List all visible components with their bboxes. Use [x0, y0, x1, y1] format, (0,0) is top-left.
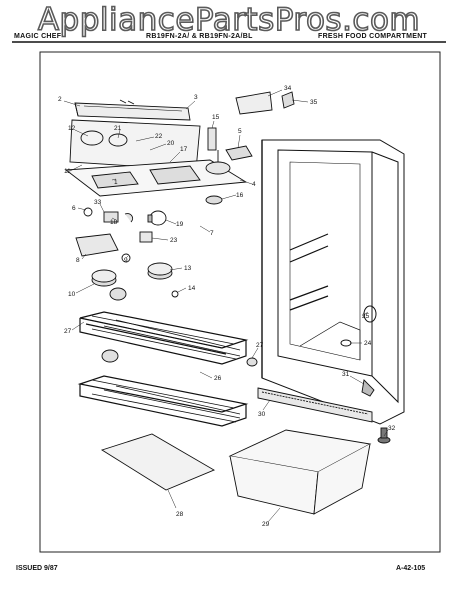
model-numbers: RB19FN-2A/ & RB19FN-2A/BL: [146, 33, 253, 40]
callout-19: 19: [176, 221, 184, 228]
document-number: A-42-105: [396, 565, 426, 572]
callout-32: 32: [388, 425, 396, 432]
callout-5: 5: [238, 128, 242, 135]
defrost-timer-part: [91, 262, 179, 298]
light-bulb-part: [147, 210, 167, 226]
callout-18: 18: [110, 219, 118, 226]
callout-27-left: 27: [64, 328, 72, 335]
callout-34: 34: [284, 85, 292, 92]
callout-35: 35: [310, 99, 318, 106]
callout-6: 6: [72, 205, 76, 212]
callout-13: 13: [184, 265, 192, 272]
shelf-supports: [101, 287, 258, 367]
callout-33: 33: [94, 199, 102, 206]
leveling-leg-part: [361, 379, 391, 444]
callout-12: 12: [68, 125, 76, 132]
section-title: FRESH FOOD COMPARTMENT: [318, 33, 428, 40]
callout-20: 20: [167, 140, 175, 147]
damper-part: [205, 195, 223, 205]
callout-4: 4: [252, 181, 256, 188]
callout-17: 17: [180, 146, 188, 153]
leader-lines: [63, 89, 389, 523]
issued-date: ISSUED 9/87: [16, 565, 58, 572]
callout-24: 24: [364, 340, 372, 347]
upper-wire-shelf: [79, 311, 249, 365]
control-cover-part: [74, 99, 191, 121]
mounting-bracket-part: [235, 91, 295, 115]
callout-10: 10: [68, 291, 76, 298]
callout-27-right: 27: [256, 342, 264, 349]
callout-11: 11: [64, 168, 71, 175]
diagram-frame: [39, 51, 441, 553]
callout-labels: 2 3 34 35 12 21 22 20 15 5 17 11 1 4 16 …: [58, 85, 396, 528]
callout-1: 1: [114, 179, 118, 186]
callout-29: 29: [262, 521, 270, 528]
refrigerator-cabinet: [261, 139, 405, 425]
crisper-pan: [228, 429, 372, 515]
callout-9: 9: [124, 257, 128, 264]
brand-label: MAGIC CHEF: [14, 33, 62, 40]
callout-2: 2: [58, 96, 62, 103]
callout-28: 28: [176, 511, 184, 518]
switch-bracket-part: [75, 231, 153, 263]
control-knob-part: [225, 145, 253, 161]
callout-23: 23: [170, 237, 178, 244]
callout-31: 31: [342, 371, 350, 378]
callout-7: 7: [210, 230, 214, 237]
callout-8: 8: [76, 257, 80, 264]
lower-wire-shelf: [77, 375, 249, 427]
crisper-cover: [100, 433, 216, 491]
callout-26: 26: [214, 375, 222, 382]
callout-21: 21: [114, 125, 122, 132]
callout-3: 3: [194, 94, 198, 101]
grille-part: [257, 387, 373, 423]
callout-30: 30: [258, 411, 266, 418]
light-socket-part: [83, 207, 134, 223]
callout-25: 25: [362, 313, 370, 320]
callout-14: 14: [188, 285, 196, 292]
liner-top-part: [64, 159, 248, 197]
thermostat-part: [205, 127, 231, 175]
callout-22: 22: [155, 133, 163, 140]
callout-16: 16: [236, 192, 244, 199]
callout-15: 15: [212, 114, 220, 121]
